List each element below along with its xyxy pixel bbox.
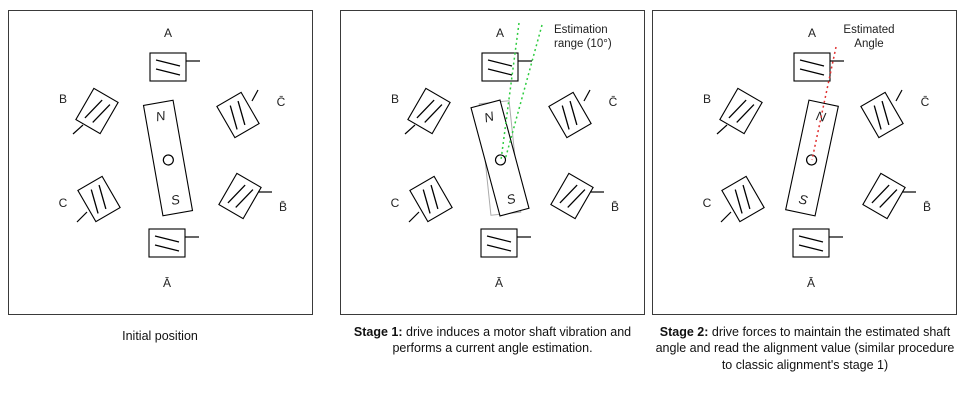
coil-b-bar <box>218 172 262 220</box>
coil-label-a-bar: Ā <box>163 276 171 290</box>
caption-stage-2: Stage 2: drive forces to maintain the es… <box>650 324 960 373</box>
coil-label-b-bar: B̄ <box>923 200 931 214</box>
coil-b <box>719 87 763 135</box>
coil-a-bar <box>480 228 518 258</box>
estimation-range-label-line2: range (10°) <box>554 38 612 50</box>
coil-label-c: C <box>391 196 400 210</box>
caption-1-text: Initial position <box>122 329 198 343</box>
coil-b <box>407 87 451 135</box>
coil-label-b: B <box>703 92 711 106</box>
coil-a <box>481 52 519 82</box>
coil-label-a-bar: Ā <box>807 276 815 290</box>
estimation-range-line-right <box>504 24 543 161</box>
coil-c-bar-lead <box>895 89 903 102</box>
coil-b <box>75 87 119 135</box>
caption-2-text: drive induces a motor shaft vibration an… <box>392 325 632 356</box>
rotor-north-label: N <box>155 108 167 125</box>
rotor: N S <box>470 99 530 217</box>
coil-a-bar <box>792 228 830 258</box>
rotor-shaft-circle <box>494 154 507 166</box>
coil-label-a: A <box>496 26 504 40</box>
estimated-angle-label-line2: Angle <box>854 38 883 50</box>
rotor: N S <box>142 99 194 217</box>
coil-b-lead <box>404 124 416 135</box>
coil-a <box>793 52 831 82</box>
rotor-south-label: S <box>797 191 809 208</box>
caption-3-bold: Stage 2: <box>659 325 709 339</box>
coil-a <box>149 52 187 82</box>
coil-label-c: C <box>59 196 68 210</box>
coil-label-c-bar: C̄ <box>609 95 618 109</box>
coil-label-b: B <box>59 92 67 106</box>
coil-label-a: A <box>808 26 816 40</box>
coil-c-lead <box>720 211 732 223</box>
estimation-range-label-line1: Estimation <box>554 24 608 36</box>
coil-a-bar <box>148 228 186 258</box>
panel-2-diagram: A B C̄ C B̄ Ā N S <box>391 22 619 290</box>
coil-b-lead <box>72 124 84 135</box>
caption-initial-position: Initial position <box>35 328 285 344</box>
panel-3-box: A B C̄ C B̄ Ā N S Es <box>652 10 957 315</box>
estimated-angle-label-line1: Estimated <box>843 24 894 36</box>
coil-c-bar-lead <box>583 89 591 102</box>
panel-1-box: A B C̄ C B̄ Ā N S <box>8 10 313 315</box>
coil-b-bar <box>550 172 594 220</box>
coil-label-c-bar: C̄ <box>921 95 930 109</box>
panel-1-diagram: A B C̄ C B̄ Ā N S <box>59 26 287 290</box>
estimation-range-line-left <box>500 22 520 161</box>
panel-2-box: A B C̄ C B̄ Ā N S <box>340 10 645 315</box>
coil-label-b: B <box>391 92 399 106</box>
coil-c-lead <box>76 211 88 223</box>
coil-b-lead <box>716 124 728 135</box>
rotor: N S <box>785 99 839 217</box>
coil-b-bar <box>862 172 906 220</box>
coil-label-b-bar: B̄ <box>611 200 619 214</box>
rotor-south-label: S <box>170 192 181 208</box>
rotor-north-label: N <box>483 108 497 125</box>
caption-stage-1: Stage 1: drive induces a motor shaft vib… <box>350 324 635 357</box>
coil-c-bar-lead <box>251 89 259 102</box>
caption-3-text: drive forces to maintain the estimated s… <box>655 325 955 372</box>
coil-label-a-bar: Ā <box>495 276 503 290</box>
coil-label-a: A <box>164 26 172 40</box>
coil-c-lead <box>408 211 420 223</box>
coil-label-c-bar: C̄ <box>277 95 286 109</box>
caption-2-bold: Stage 1: <box>353 325 403 339</box>
rotor-shaft-circle <box>162 154 174 166</box>
coil-label-c: C <box>703 196 712 210</box>
estimated-angle-line <box>811 46 837 161</box>
panel-3-diagram: A B C̄ C B̄ Ā N S Es <box>703 24 931 290</box>
coil-label-b-bar: B̄ <box>279 200 287 214</box>
rotor-south-label: S <box>505 191 518 208</box>
